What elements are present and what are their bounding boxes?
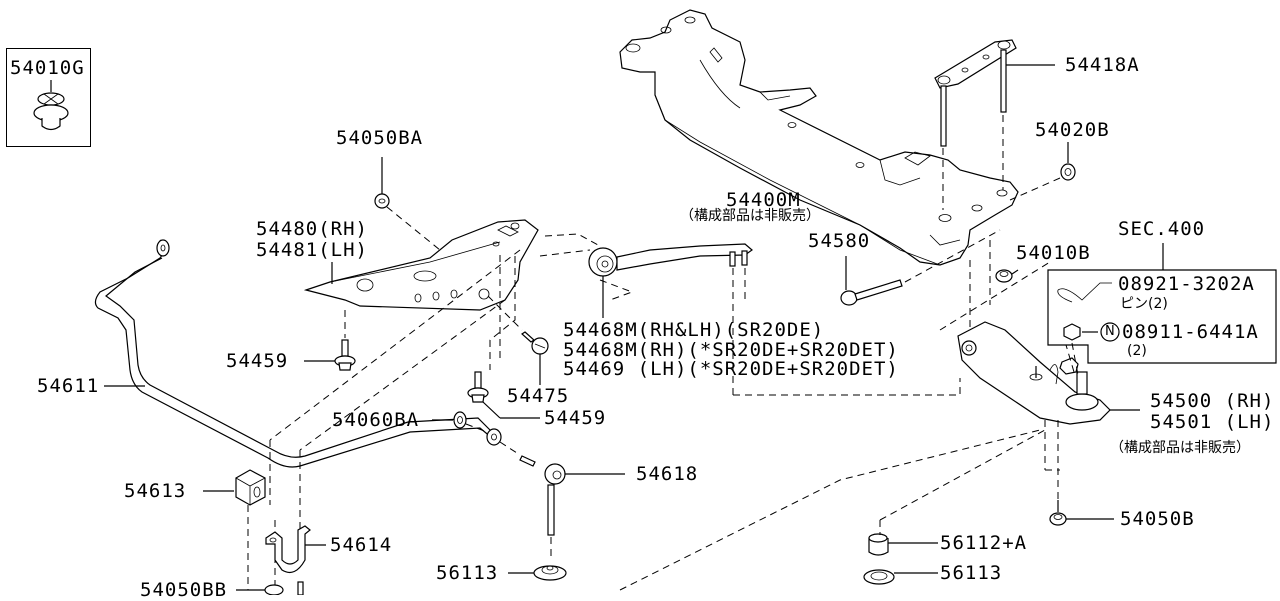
bushing-56112a-drawing[interactable] — [868, 429, 1046, 556]
bolt-54580-drawing[interactable] — [840, 229, 1001, 306]
clip-54010g-drawing[interactable] — [33, 80, 69, 131]
clamp-54614-drawing[interactable] — [265, 525, 326, 573]
link-54618-drawing[interactable] — [499, 441, 625, 560]
part-label-54468m-rh-lh[interactable]: 54468M(RH&LH)(SR20DE) — [563, 319, 825, 341]
part-label-54475[interactable]: 54475 — [507, 385, 570, 407]
n-marker-text: N — [1105, 324, 1115, 339]
part-label-54468m-rh[interactable]: 54468M(RH)(*SR20DE+SR20DET) — [563, 339, 899, 361]
part-label-54020b[interactable]: 54020B — [1035, 119, 1110, 141]
nut-54010b-drawing[interactable] — [969, 240, 1019, 330]
washer-56113-left-drawing[interactable] — [508, 565, 567, 581]
part-label-56112a[interactable]: 56112+A — [940, 532, 1028, 554]
part-label-54418a[interactable]: 54418A — [1065, 54, 1140, 76]
bracket-54418a-drawing[interactable] — [934, 39, 1055, 210]
part-label-54459-left[interactable]: 54459 — [226, 350, 289, 372]
part-label-54010b[interactable]: 54010B — [1016, 242, 1091, 264]
part-label-54010g[interactable]: 54010G — [10, 57, 85, 79]
bushing-54613-drawing[interactable] — [203, 469, 266, 506]
part-label-54469-lh[interactable]: 54469 (LH)(*SR20DE+SR20DET) — [563, 358, 899, 380]
stabilizer-bar-54611-drawing[interactable] — [94, 239, 502, 468]
washer-54050ba-drawing[interactable] — [374, 157, 441, 251]
nut-54020b-drawing[interactable] — [1009, 142, 1076, 201]
n-marker-circle — [1100, 322, 1120, 342]
bolt-54459-left-drawing[interactable] — [304, 310, 356, 371]
part-label-54501-lh[interactable]: 54501 (LH) — [1150, 411, 1275, 433]
not-sold-separately-note-54400m: （構成部品は非販売） — [680, 208, 820, 224]
tension-rod-54468m-drawing[interactable] — [539, 233, 753, 395]
part-label-08921-3202a[interactable]: 08921-3202A — [1118, 273, 1255, 295]
part-label-54480-rh[interactable]: 54480(RH) — [256, 218, 368, 240]
nut-54050b-drawing[interactable] — [1044, 420, 1114, 526]
bolt-54459-right-drawing[interactable] — [467, 371, 540, 419]
part-label-54613[interactable]: 54613 — [124, 480, 187, 502]
nut-qty-note: (2) — [1127, 343, 1147, 359]
crossmember-54400m-drawing[interactable] — [619, 9, 1019, 266]
part-label-54614[interactable]: 54614 — [330, 534, 393, 556]
pin-qty-note: ピン(2) — [1120, 296, 1168, 312]
part-label-56113-right[interactable]: 56113 — [940, 562, 1003, 584]
part-label-08911-6441a[interactable]: 08911-6441A — [1122, 321, 1259, 343]
bracket-54480-drawing[interactable] — [303, 219, 539, 311]
part-label-54618[interactable]: 54618 — [636, 463, 699, 485]
section-reference-sec400[interactable]: SEC.400 — [1118, 218, 1206, 240]
washer-54050bb-drawing[interactable] — [236, 581, 304, 595]
washer-56113-right-drawing[interactable] — [863, 569, 938, 585]
part-label-54050b[interactable]: 54050B — [1120, 508, 1195, 530]
part-label-54050ba[interactable]: 54050BA — [336, 127, 424, 149]
part-label-54481-lh[interactable]: 54481(LH) — [256, 239, 368, 261]
part-label-54500-rh[interactable]: 54500 (RH) — [1150, 390, 1275, 412]
part-label-56113-left[interactable]: 56113 — [436, 562, 499, 584]
part-label-54459-right[interactable]: 54459 — [544, 407, 607, 429]
nut-54060ba-drawing[interactable] — [432, 411, 488, 433]
part-label-54050bb[interactable]: 54050BB — [140, 579, 228, 601]
inset-box-54010g — [6, 48, 91, 147]
lower-arm-54500-drawing[interactable] — [957, 321, 1140, 425]
part-label-54580[interactable]: 54580 — [808, 230, 871, 252]
not-sold-separately-note-54500: （構成部品は非販売） — [1110, 440, 1250, 456]
bolt-54475-drawing[interactable] — [487, 295, 549, 385]
part-label-54611[interactable]: 54611 — [37, 375, 100, 397]
part-label-54060ba[interactable]: 54060BA — [332, 409, 420, 431]
sec400-inset-box — [1047, 243, 1277, 376]
part-label-54400m[interactable]: 54400M — [726, 189, 801, 211]
